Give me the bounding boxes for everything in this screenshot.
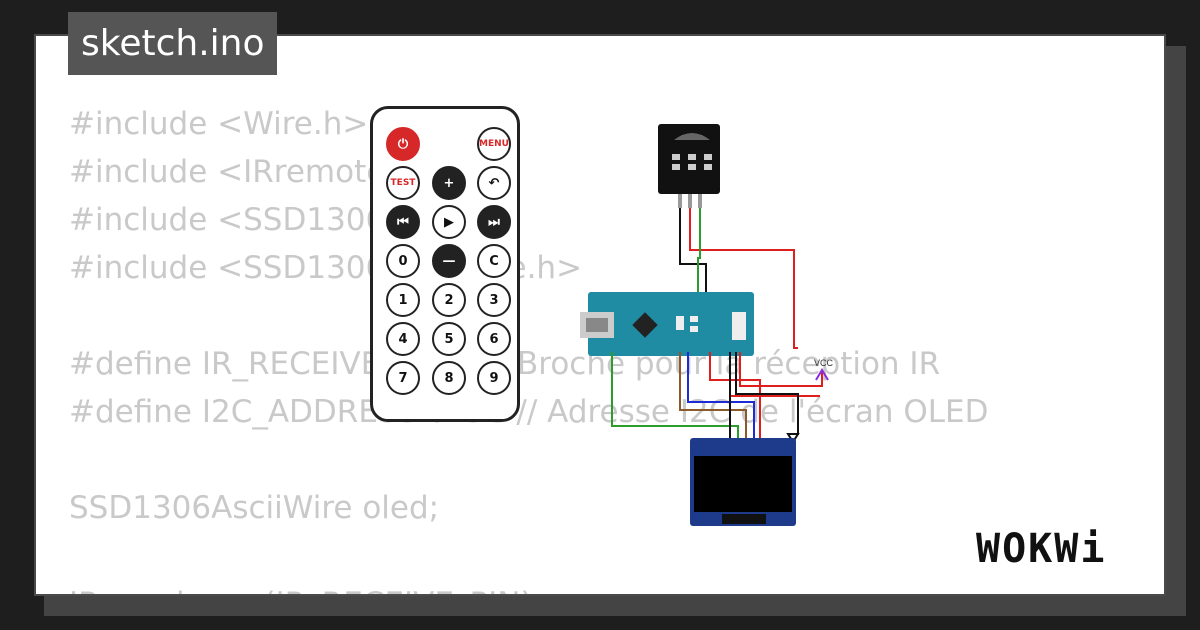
ir-receiver (658, 124, 720, 208)
preview-card: #include <Wire.h>#include <IRremote.h>#i… (34, 34, 1166, 596)
remote-button-c[interactable]: C (477, 244, 511, 278)
file-title: sketch.ino (68, 12, 278, 75)
plus-icon[interactable]: + (432, 166, 466, 200)
remote-button-7[interactable]: 7 (386, 361, 420, 395)
remote-button-1[interactable]: 1 (386, 283, 420, 317)
code-line: #include <SSD1306AsciiWire.h> (69, 250, 583, 286)
minus-icon[interactable]: — (432, 244, 466, 278)
wokwi-logo: WOKWi (976, 526, 1107, 572)
arduino-nano (580, 292, 754, 356)
power-icon[interactable]: ⏻ (386, 127, 420, 161)
remote-button-0[interactable]: 0 (386, 244, 420, 278)
remote-button-6[interactable]: 6 (477, 322, 511, 356)
code-line: SSD1306AsciiWire oled; (69, 490, 440, 526)
back-icon[interactable]: ↶ (477, 166, 511, 200)
remote-button-9[interactable]: 9 (477, 361, 511, 395)
code-line: IRrecv irrecv(IR_RECEIVE_PIN); (69, 580, 988, 594)
remote-button-8[interactable]: 8 (432, 361, 466, 395)
remote-button-2[interactable]: 2 (432, 283, 466, 317)
oled-display (690, 438, 796, 526)
remote-button-4[interactable]: 4 (386, 322, 420, 356)
svg-text:VCC: VCC (814, 358, 834, 368)
circuit-diagram: VCC (580, 124, 834, 526)
remote-button-test[interactable]: TEST (386, 166, 420, 200)
remote-button-5[interactable]: 5 (432, 322, 466, 356)
remote-button-3[interactable]: 3 (477, 283, 511, 317)
remote-button-menu[interactable]: MENU (477, 127, 511, 161)
code-line: #define I2C_ADDRESS 0x3C // Adresse I2C … (69, 394, 989, 430)
code-preview: #include <Wire.h>#include <IRremote.h>#i… (69, 100, 989, 594)
next-icon[interactable]: ⏭ (477, 205, 511, 239)
vcc-symbol-icon (815, 368, 829, 381)
play-icon[interactable]: ▶ (432, 205, 466, 239)
code-line: #include <Wire.h> (69, 106, 369, 142)
prev-icon[interactable]: ⏮ (386, 205, 420, 239)
